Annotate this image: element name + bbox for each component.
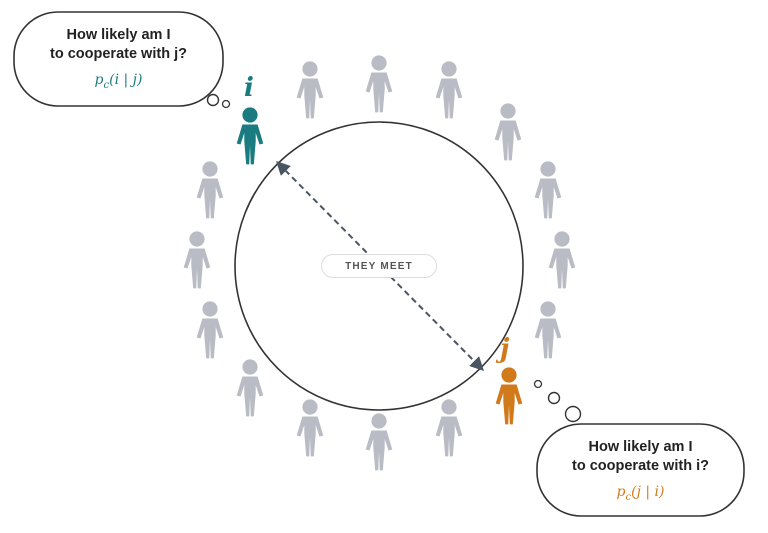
agent-j-figure	[495, 367, 523, 425]
crowd-person	[365, 413, 393, 471]
crowd-person	[534, 301, 562, 359]
thought-bubble-j	[533, 379, 745, 517]
thought-i-text: How likely am I to cooperate with j?	[14, 26, 223, 64]
crowd-person	[183, 231, 211, 289]
thought-i-line2: to cooperate with j?	[50, 46, 187, 62]
formula-j: pc(j | i)	[537, 484, 744, 503]
formula-j-p: p	[616, 484, 626, 500]
they-meet-badge: THEY MEET	[321, 254, 437, 278]
thought-j-line2: to cooperate with i?	[572, 458, 709, 474]
formula-j-args: (j | i)	[631, 484, 665, 500]
formula-i: pc(i | j)	[14, 72, 223, 91]
crowd-person	[548, 231, 576, 289]
crowd-person	[435, 61, 463, 119]
thought-j-line1: How likely am I	[588, 439, 693, 455]
crowd-person	[296, 399, 324, 457]
crowd-person	[296, 61, 324, 119]
crowd-person	[494, 103, 522, 161]
formula-i-p: p	[94, 72, 104, 88]
thought-j-text: How likely am I to cooperate with i?	[537, 438, 744, 476]
agent-i-figure	[236, 107, 264, 165]
crowd-person	[236, 359, 264, 417]
crowd-person	[534, 161, 562, 219]
crowd-person	[196, 161, 224, 219]
thought-bubble-i	[13, 11, 231, 109]
crowd-person	[435, 399, 463, 457]
thought-i-line1: How likely am I	[66, 27, 171, 43]
agent-j-label: j	[500, 334, 510, 364]
formula-i-args: (i | j)	[109, 72, 143, 88]
crowd-person	[196, 301, 224, 359]
agent-i-icon	[236, 107, 264, 165]
crowd-person	[365, 55, 393, 113]
agent-i-label: i	[244, 73, 254, 103]
meeting-circle	[234, 121, 524, 411]
formula-j-sub: c	[625, 491, 632, 503]
agent-j-icon	[495, 367, 523, 425]
formula-i-sub: c	[103, 79, 110, 91]
